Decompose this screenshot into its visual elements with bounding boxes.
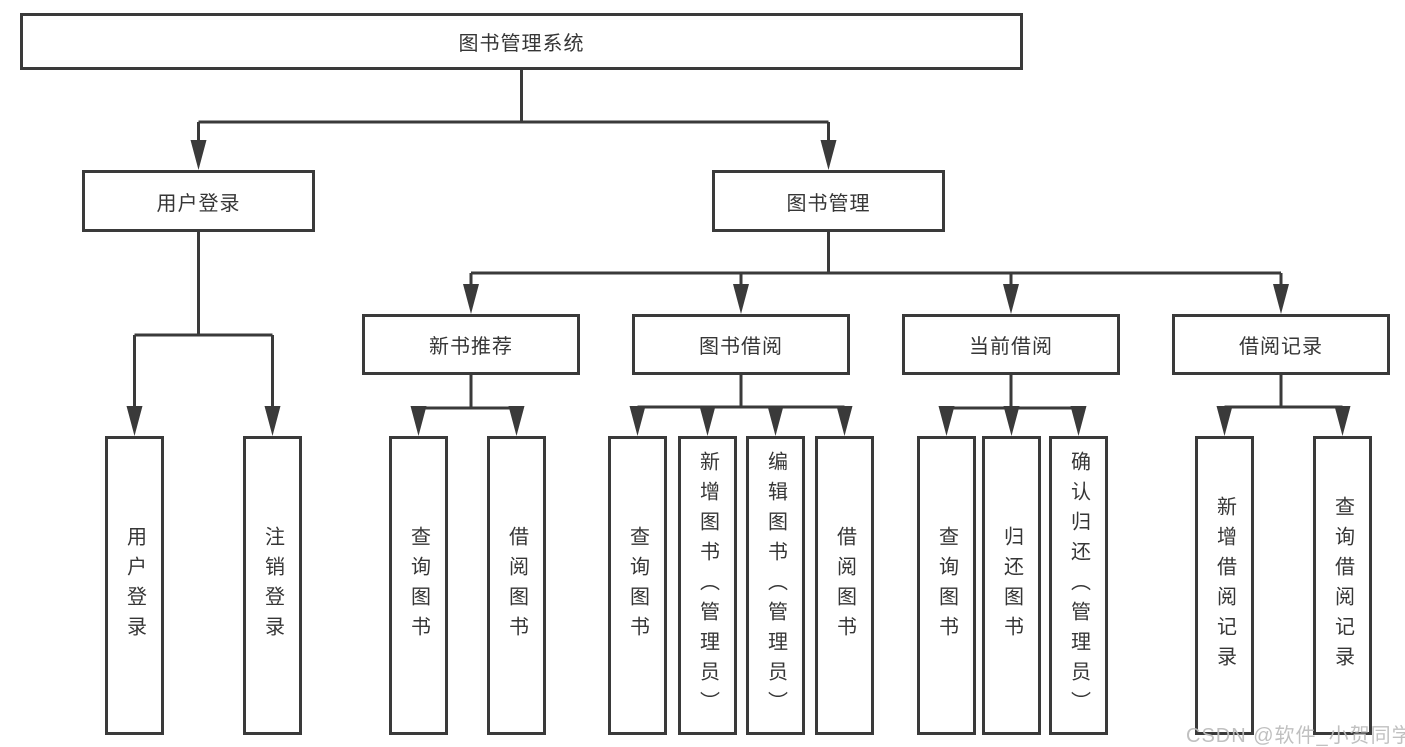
node-current-borrowing-label: 当前借阅	[969, 336, 1053, 358]
node-book-management: 图书管理	[712, 170, 945, 232]
leaf-records-add-record-label: 新增借阅记录	[1213, 495, 1236, 676]
leaf-newbook-query-books: 查询图书	[389, 436, 448, 735]
leaf-newbook-borrow-books: 借阅图书	[487, 436, 546, 735]
node-root-system: 图书管理系统	[20, 13, 1023, 70]
leaf-logout: 注销登录	[243, 436, 302, 735]
leaf-records-add-record: 新增借阅记录	[1195, 436, 1254, 735]
node-user-login-group: 用户登录	[82, 170, 315, 232]
leaf-newbook-query-books-label: 查询图书	[407, 525, 430, 646]
leaf-current-query-books-label: 查询图书	[935, 525, 958, 646]
leaf-borrowing-edit-books-admin-label: 编辑图书（管理员）	[764, 450, 787, 721]
node-current-borrowing: 当前借阅	[902, 314, 1120, 375]
leaf-borrowing-add-books-admin-label: 新增图书（管理员）	[696, 450, 719, 721]
node-root-label: 图书管理系统	[458, 33, 585, 55]
node-user-login-label: 用户登录	[156, 192, 241, 215]
leaf-current-return-books: 归还图书	[982, 436, 1041, 735]
node-book-management-label: 图书管理	[786, 192, 871, 215]
leaf-current-confirm-return-admin: 确认归还（管理员）	[1049, 436, 1108, 735]
node-borrowing-records: 借阅记录	[1172, 314, 1390, 375]
leaf-borrowing-query-books: 查询图书	[608, 436, 667, 735]
node-new-book-recommend: 新书推荐	[362, 314, 580, 375]
node-book-borrowing: 图书借阅	[632, 314, 850, 375]
csdn-watermark: CSDN @软件_小贺同学	[1186, 725, 1405, 747]
leaf-records-query-record-label: 查询借阅记录	[1331, 495, 1354, 676]
leaf-borrowing-borrow-books: 借阅图书	[815, 436, 874, 735]
node-book-borrowing-label: 图书借阅	[699, 336, 783, 358]
leaf-current-return-books-label: 归还图书	[1000, 525, 1023, 646]
leaf-user-login: 用户登录	[105, 436, 164, 735]
node-borrowing-records-label: 借阅记录	[1239, 336, 1323, 358]
leaf-current-confirm-return-admin-label: 确认归还（管理员）	[1067, 450, 1090, 721]
leaf-current-query-books: 查询图书	[917, 436, 976, 735]
leaf-newbook-borrow-books-label: 借阅图书	[505, 525, 528, 646]
leaf-records-query-record: 查询借阅记录	[1313, 436, 1372, 735]
leaf-borrowing-query-books-label: 查询图书	[626, 525, 649, 646]
leaf-borrowing-edit-books-admin: 编辑图书（管理员）	[746, 436, 805, 735]
node-new-book-recommend-label: 新书推荐	[429, 336, 513, 358]
leaf-user-login-label: 用户登录	[123, 525, 146, 646]
leaf-logout-label: 注销登录	[261, 525, 284, 646]
leaf-borrowing-add-books-admin: 新增图书（管理员）	[678, 436, 737, 735]
leaf-borrowing-borrow-books-label: 借阅图书	[833, 525, 856, 646]
